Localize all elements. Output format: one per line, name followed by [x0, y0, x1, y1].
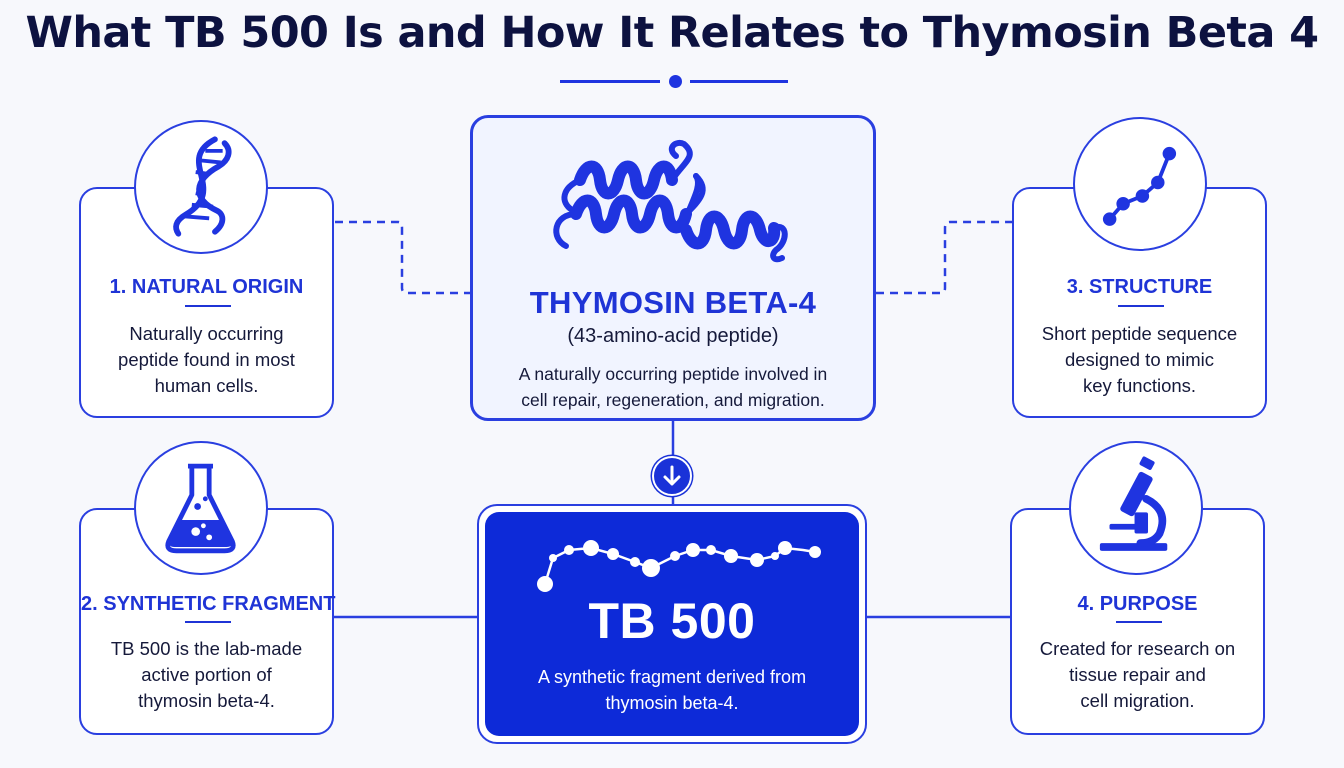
card-body: Created for research on tissue repair an…	[1012, 636, 1263, 714]
card-line: active portion of	[141, 664, 272, 685]
card-body: Short peptide sequence designed to mimic…	[1014, 321, 1265, 399]
card-title-underline	[1118, 305, 1164, 307]
card-tb500: TB 500 A synthetic fragment derived from…	[485, 512, 859, 736]
connector-structure-dashed	[876, 220, 1012, 295]
microscope-icon	[1099, 456, 1168, 551]
title-divider-left	[560, 80, 660, 83]
peptide-chain-icon	[537, 540, 821, 592]
description-line: A synthetic fragment derived from	[537, 667, 807, 687]
card-line: tissue repair and	[1069, 664, 1206, 685]
tb500-description: A synthetic fragment derived from thymos…	[485, 664, 859, 716]
thymosin-beta-4-subtitle: (43-amino-acid peptide)	[567, 325, 779, 347]
card-line: cell migration.	[1080, 690, 1195, 711]
connector-origin-dashed	[335, 220, 470, 295]
description-line: thymosin beta-4.	[605, 693, 739, 713]
card-title-underline	[1116, 621, 1162, 623]
card-thymosin-beta-4: THYMOSIN BETA-4 (43-amino-acid peptide) …	[470, 115, 876, 421]
thymosin-beta-4-description: A naturally occurring peptide involved i…	[473, 361, 873, 413]
card-line: Created for research on	[1039, 638, 1236, 659]
down-arrow-icon	[652, 456, 692, 496]
card-title: 3. STRUCTURE	[1066, 276, 1213, 298]
card-title: 1. NATURAL ORIGIN	[109, 276, 304, 298]
tb500-title: TB 500	[588, 593, 756, 649]
description-line: cell repair, regeneration, and migration…	[521, 390, 825, 410]
molecule-chain-icon-badge	[1073, 117, 1207, 251]
flask-icon-badge	[134, 441, 268, 575]
dna-icon-badge	[134, 120, 268, 254]
title-divider-right	[690, 80, 788, 83]
molecule-chain-icon	[1102, 146, 1177, 226]
card-line: human cells.	[154, 375, 259, 396]
card-line: thymosin beta-4.	[138, 690, 275, 711]
card-line: TB 500 is the lab-made	[110, 638, 303, 659]
card-line: peptide found in most	[118, 349, 295, 370]
card-title: 2. SYNTHETIC FRAGMENT	[81, 593, 336, 615]
protein-helix-icon	[553, 140, 788, 263]
card-structure: 3. STRUCTURE Short peptide sequence desi…	[1012, 187, 1267, 418]
card-line: Short peptide sequence	[1041, 323, 1238, 344]
thymosin-beta-4-title: THYMOSIN BETA-4	[529, 285, 817, 320]
microscope-icon-badge	[1069, 441, 1203, 575]
card-body: Naturally occurring peptide found in mos…	[81, 321, 332, 399]
card-title: 4. PURPOSE	[1077, 593, 1198, 615]
card-title-underline	[185, 621, 231, 623]
description-line: A naturally occurring peptide involved i…	[518, 364, 828, 384]
title-divider-dot	[669, 75, 682, 88]
page-title: What TB 500 Is and How It Relates to Thy…	[25, 8, 1320, 58]
flask-icon	[165, 463, 236, 554]
card-title-underline	[185, 305, 231, 307]
dna-icon	[173, 136, 232, 237]
card-body: TB 500 is the lab-made active portion of…	[81, 636, 332, 714]
card-line: Naturally occurring	[129, 323, 284, 344]
card-line: key functions.	[1082, 375, 1197, 396]
card-line: designed to mimic	[1064, 349, 1215, 370]
